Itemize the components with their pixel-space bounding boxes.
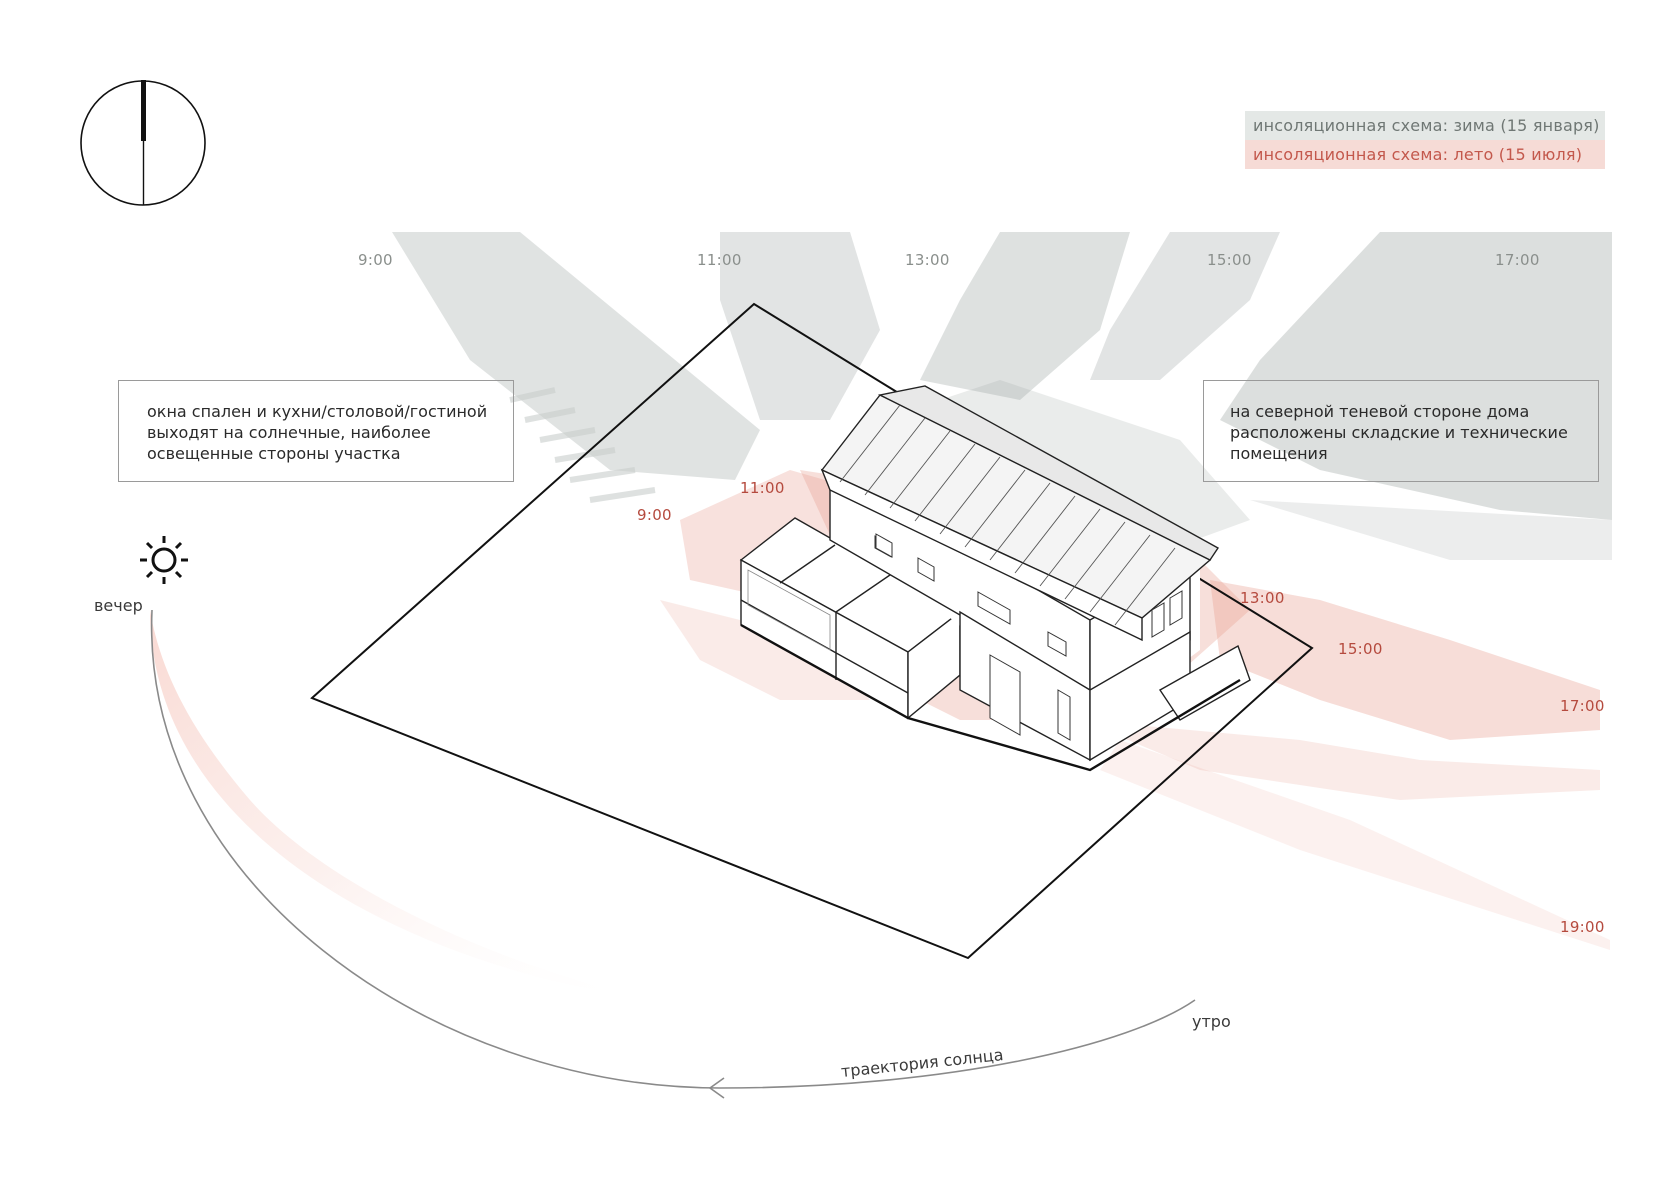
note-line: расположены складские и технические xyxy=(1230,423,1568,442)
winter-time-label: 17:00 xyxy=(1495,251,1540,269)
summer-time-label: 11:00 xyxy=(740,479,785,497)
summer-time-label: 13:00 xyxy=(1240,589,1285,607)
note-sunny-side: окна спален и кухни/столовой/гостиной вы… xyxy=(118,380,514,482)
note-line: освещенные стороны участка xyxy=(147,444,401,463)
sun-icon xyxy=(140,536,188,584)
note-line: выходят на солнечные, наиболее xyxy=(147,423,431,442)
summer-time-label: 15:00 xyxy=(1338,640,1383,658)
note-line: на северной теневой стороне дома xyxy=(1230,402,1530,421)
house-extension xyxy=(739,517,962,720)
house-base xyxy=(740,623,1241,772)
site-boundary xyxy=(310,302,1314,960)
north-compass-icon xyxy=(80,80,206,206)
note-north-side: на северной теневой стороне дома располо… xyxy=(1203,380,1599,482)
summer-time-label: 19:00 xyxy=(1560,918,1605,936)
evening-label: вечер xyxy=(94,596,143,615)
winter-time-label: 9:00 xyxy=(358,251,393,269)
note-line: помещения xyxy=(1230,444,1328,463)
summer-time-label: 9:00 xyxy=(637,506,672,524)
winter-roof-shadow xyxy=(509,387,656,503)
note-line: окна спален и кухни/столовой/гостиной xyxy=(147,402,488,421)
winter-time-label: 15:00 xyxy=(1207,251,1252,269)
house-main xyxy=(820,385,1251,762)
legend-winter: инсоляционная схема: зима (15 января) xyxy=(1245,111,1605,140)
legend-summer: инсоляционная схема: лето (15 июля) xyxy=(1245,140,1605,169)
morning-label: утро xyxy=(1192,1012,1231,1031)
sun-trajectory xyxy=(150,609,1196,1099)
summer-time-label: 17:00 xyxy=(1560,697,1605,715)
winter-time-label: 13:00 xyxy=(905,251,950,269)
winter-time-label: 11:00 xyxy=(697,251,742,269)
